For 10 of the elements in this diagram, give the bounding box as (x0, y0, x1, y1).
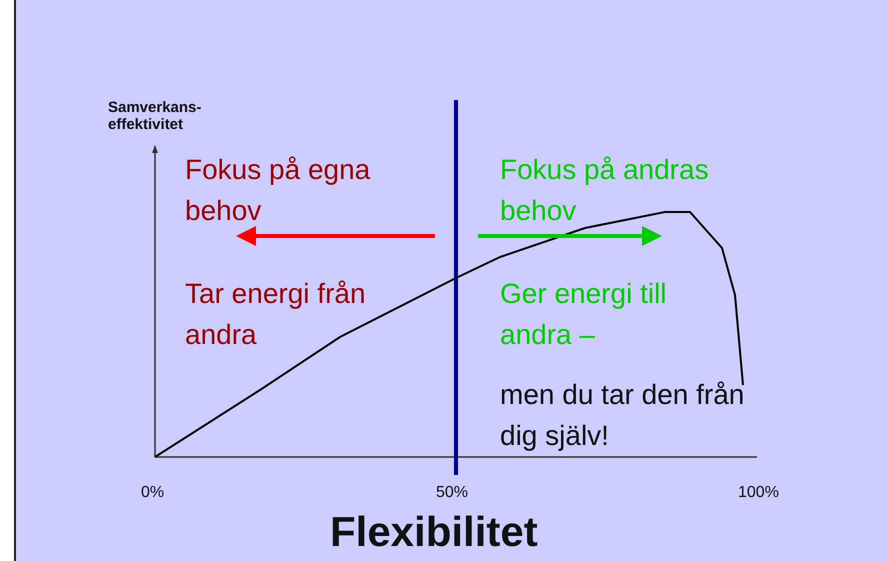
annotation-text: Ger energi till andra – (500, 277, 668, 352)
tick-label: 50% (436, 483, 468, 502)
axis-label: Samverkans- effektivitet (108, 99, 202, 134)
annotation-text: Tar energi från andra (185, 277, 367, 352)
tick-label: 100% (738, 483, 779, 502)
annotation-text: Fokus på egna behov (185, 153, 372, 228)
axis-title: Flexibilitet (330, 507, 538, 557)
annotation-text: men du tar den från dig själv! (500, 378, 746, 453)
tick-label: 0% (141, 483, 164, 502)
annotation-text: Fokus på andras behov (500, 153, 710, 228)
